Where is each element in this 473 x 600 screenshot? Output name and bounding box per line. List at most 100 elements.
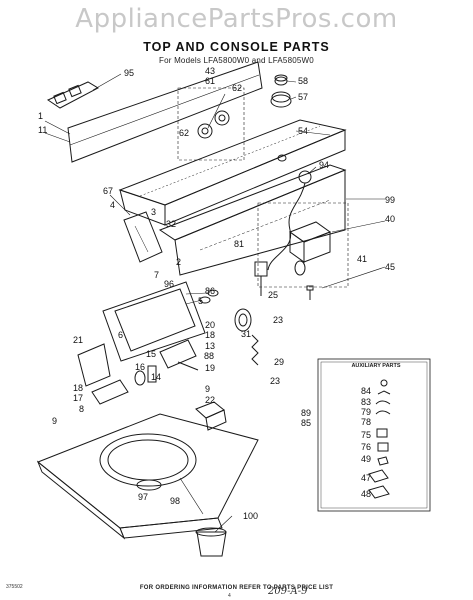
callout-label: 11 xyxy=(38,125,47,135)
part-86-bolt xyxy=(207,289,219,297)
callout-label: 23 xyxy=(270,376,280,386)
auxiliary-parts-title: AUXILIARY PARTS xyxy=(351,363,401,369)
callout-label: 1 xyxy=(38,111,43,121)
part-41-cam xyxy=(294,260,306,276)
page-number: 4 xyxy=(228,593,231,599)
callout-label: 18 xyxy=(205,330,215,340)
part-40-timer xyxy=(257,202,349,288)
callout-label: 7 xyxy=(154,270,159,280)
part-1-console-panel xyxy=(67,61,263,163)
part-5-bolt xyxy=(199,296,211,304)
diagram-subtitle: For Models LFA5800W0 and LFA5805W0 xyxy=(159,56,314,65)
callout-label: 97 xyxy=(138,492,148,502)
callout-label: 76 xyxy=(361,442,371,452)
callout-label: 47 xyxy=(361,473,371,483)
part-31-solenoid xyxy=(234,308,252,332)
callout-label: 6 xyxy=(118,330,123,340)
callout-label: 18 xyxy=(73,383,83,393)
callout-label: 21 xyxy=(73,335,83,345)
callout-label: 19 xyxy=(205,363,215,373)
callout-label: 84 xyxy=(361,386,371,396)
callout-label: 25 xyxy=(268,290,278,300)
callout-label: 85 xyxy=(301,418,311,428)
part-95-trim xyxy=(46,81,100,109)
callout-label: 3 xyxy=(151,207,156,217)
diagram-title: TOP AND CONSOLE PARTS xyxy=(143,40,330,54)
callout-label: 86 xyxy=(205,286,215,296)
callout-label: 61 xyxy=(205,76,215,86)
callout-label: 17 xyxy=(73,393,83,403)
callout-label: 81 xyxy=(234,239,244,249)
callout-label: 31 xyxy=(241,329,251,339)
callout-label: 54 xyxy=(298,126,308,136)
part-94-harness xyxy=(267,170,312,271)
part-96-lid xyxy=(102,281,206,362)
part-97-cap xyxy=(136,479,162,491)
callout-label: 75 xyxy=(361,430,371,440)
callout-label: 13 xyxy=(205,341,215,351)
part-16-pin xyxy=(134,370,146,386)
callout-label: 14 xyxy=(151,372,161,382)
callout-label: 41 xyxy=(357,254,367,264)
callout-label: 16 xyxy=(135,362,145,372)
catalog-number: 375502 xyxy=(6,584,23,590)
callout-label: 48 xyxy=(361,489,371,499)
part-100-cup xyxy=(195,527,227,557)
part-54-console-body xyxy=(118,119,347,226)
callout-label: 99 xyxy=(385,195,395,205)
callout-label: 89 xyxy=(301,408,311,418)
callout-label: 5 xyxy=(198,296,203,306)
callout-label: 9 xyxy=(205,384,210,394)
callout-label: 57 xyxy=(298,92,308,102)
callout-label: 20 xyxy=(205,320,215,330)
callout-label: 62 xyxy=(232,83,242,93)
leader-lines xyxy=(44,73,386,533)
callout-label: 58 xyxy=(298,76,308,86)
part-57-knob-base xyxy=(270,91,292,108)
part-62-switches xyxy=(177,87,245,161)
callout-label: 67 xyxy=(103,186,113,196)
callout-label: 88 xyxy=(204,351,214,361)
handwritten-note: 209-A-9 xyxy=(268,586,308,597)
part-4-bracket xyxy=(123,211,163,263)
ordering-note: FOR ORDERING INFORMATION REFER TO PARTS … xyxy=(139,585,334,591)
callout-label: 8 xyxy=(79,404,84,414)
callout-label: 45 xyxy=(385,262,395,272)
part-29-spring xyxy=(251,334,259,366)
part-14-clip xyxy=(147,365,157,383)
watermark: AppliancePartsPros.com xyxy=(75,4,398,34)
console-chassis xyxy=(158,164,347,276)
callout-label: 32 xyxy=(166,219,176,229)
part-45-screw xyxy=(306,285,314,300)
callout-label: 78 xyxy=(361,417,371,427)
part-21-hinge xyxy=(77,343,111,387)
callout-label: 15 xyxy=(146,349,156,359)
callout-label: 43 xyxy=(205,66,215,76)
callout-label: 79 xyxy=(361,407,371,417)
auxiliary-parts-panel xyxy=(317,358,431,512)
callout-label: 9 xyxy=(52,416,57,426)
callout-label: 40 xyxy=(385,214,395,224)
callout-label: 94 xyxy=(319,160,329,170)
part-58-knob xyxy=(274,74,288,86)
part-85-bracket xyxy=(205,409,227,431)
callout-label: 49 xyxy=(361,454,371,464)
part-25-switch xyxy=(254,261,268,296)
callout-label: 22 xyxy=(205,395,215,405)
part-15-hinge xyxy=(159,339,197,369)
callout-label: 4 xyxy=(110,200,115,210)
part-17-lever xyxy=(91,379,129,405)
callout-label: 29 xyxy=(274,357,284,367)
callout-label: 62 xyxy=(179,128,189,138)
washer-top-cover xyxy=(36,413,259,540)
callout-label: 83 xyxy=(361,397,371,407)
callout-label: 100 xyxy=(243,511,258,521)
callout-label: 2 xyxy=(176,257,181,267)
callout-label: 95 xyxy=(124,68,134,78)
callout-label: 23 xyxy=(273,315,283,325)
part-88-rod xyxy=(177,361,199,371)
callout-label: 96 xyxy=(164,279,174,289)
